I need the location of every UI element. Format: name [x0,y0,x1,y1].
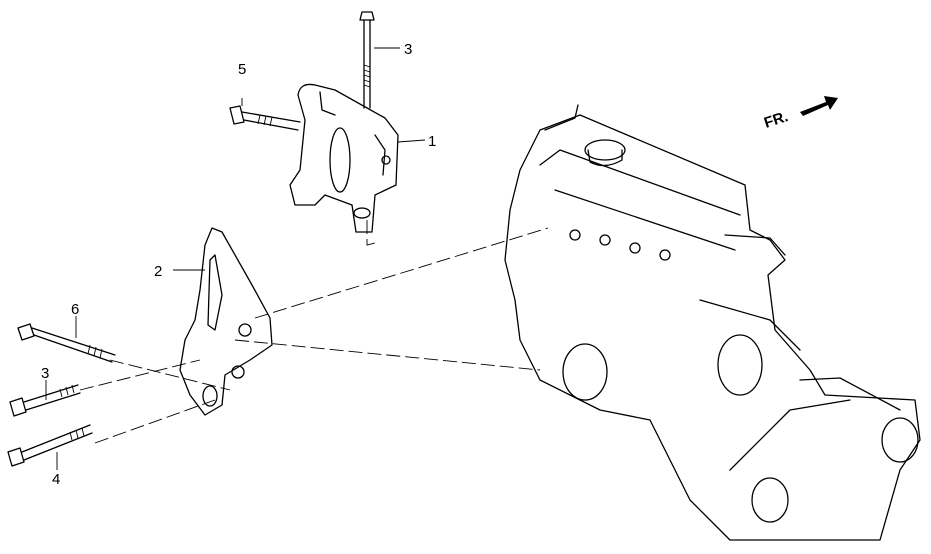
callout-label: 1 [428,133,436,150]
callout-label: 2 [154,263,162,280]
bolt-4[interactable] [7,424,93,470]
alignment-lines [79,220,549,444]
engine-block [504,104,921,541]
callout-label: 5 [238,61,246,78]
bolt-3-lower[interactable] [9,380,81,417]
front-direction-indicator: FR. [762,96,838,132]
front-label: FR. [762,108,790,132]
callout-label: 4 [52,471,60,488]
bolt-6[interactable] [17,316,116,363]
bracket-1[interactable] [289,83,426,233]
callout-label: 6 [71,301,79,318]
callout-label: 3 [41,365,49,382]
callout-label: 3 [404,41,412,58]
bolt-5[interactable] [229,98,301,131]
bolt-top[interactable] [359,11,400,109]
arrow-right-icon [800,96,838,116]
bracket-2[interactable] [173,227,273,416]
